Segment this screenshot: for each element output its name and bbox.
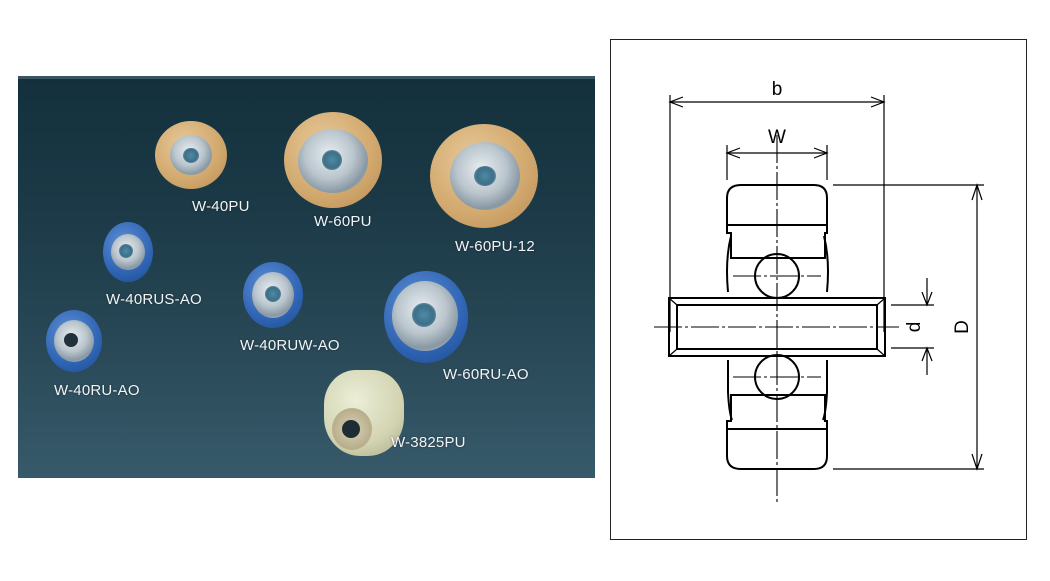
photo-top-edge [18,76,595,79]
arrow-w-right [813,147,829,159]
bearing-shield-bottom-left [727,360,733,421]
wheel-w-60pu-12 [430,124,538,228]
tire-bottom-cap [726,428,828,470]
bearing-shield-bottom-right [822,360,828,421]
product-label: W-40RUW-AO [240,337,340,354]
wheel-w-3825pu [324,370,404,456]
tire-bottom-body [726,394,828,429]
tire-top-body [726,225,828,259]
tire-top-cap [726,184,828,226]
product-photo: W-40PU W-60PU W-60PU-12 W-40RUS-AO W-40R… [18,76,595,478]
dimension-label-w: W [768,127,786,148]
wheel-w-40rus-ao [103,222,153,282]
wheel-w-40ruw-ao [243,262,303,328]
product-label: W-60PU [314,213,372,230]
arrow-outer-d-bottom [971,453,983,471]
product-label: W-40PU [192,198,250,215]
bearing-shield-top-right [823,235,829,293]
arrow-b-left [668,96,684,108]
arrow-shaft-top [921,291,933,307]
arrow-outer-d-top [971,183,983,201]
wheel-w-40pu [155,121,227,189]
dimension-label-outer-d: D [952,320,973,334]
dimension-label-shaft-d: d [904,322,925,333]
technical-drawing: b W D d [610,39,1027,540]
wheel-w-60pu [284,112,382,208]
wheel-w-40ru-ao [46,310,102,372]
product-label: W-60PU-12 [455,238,535,255]
bearing-shield-top-left [726,235,732,293]
wheel-w-60ru-ao [384,271,468,363]
product-label: W-40RU-AO [54,382,140,399]
arrow-w-left [725,147,741,159]
wheel-cross-section: b W D d [654,79,984,505]
product-label: W-40RUS-AO [106,291,202,308]
product-label: W-60RU-AO [443,366,529,383]
arrow-b-right [870,96,886,108]
dimension-label-b: b [772,79,783,100]
product-label: W-3825PU [391,434,466,451]
arrow-shaft-bottom [921,346,933,362]
